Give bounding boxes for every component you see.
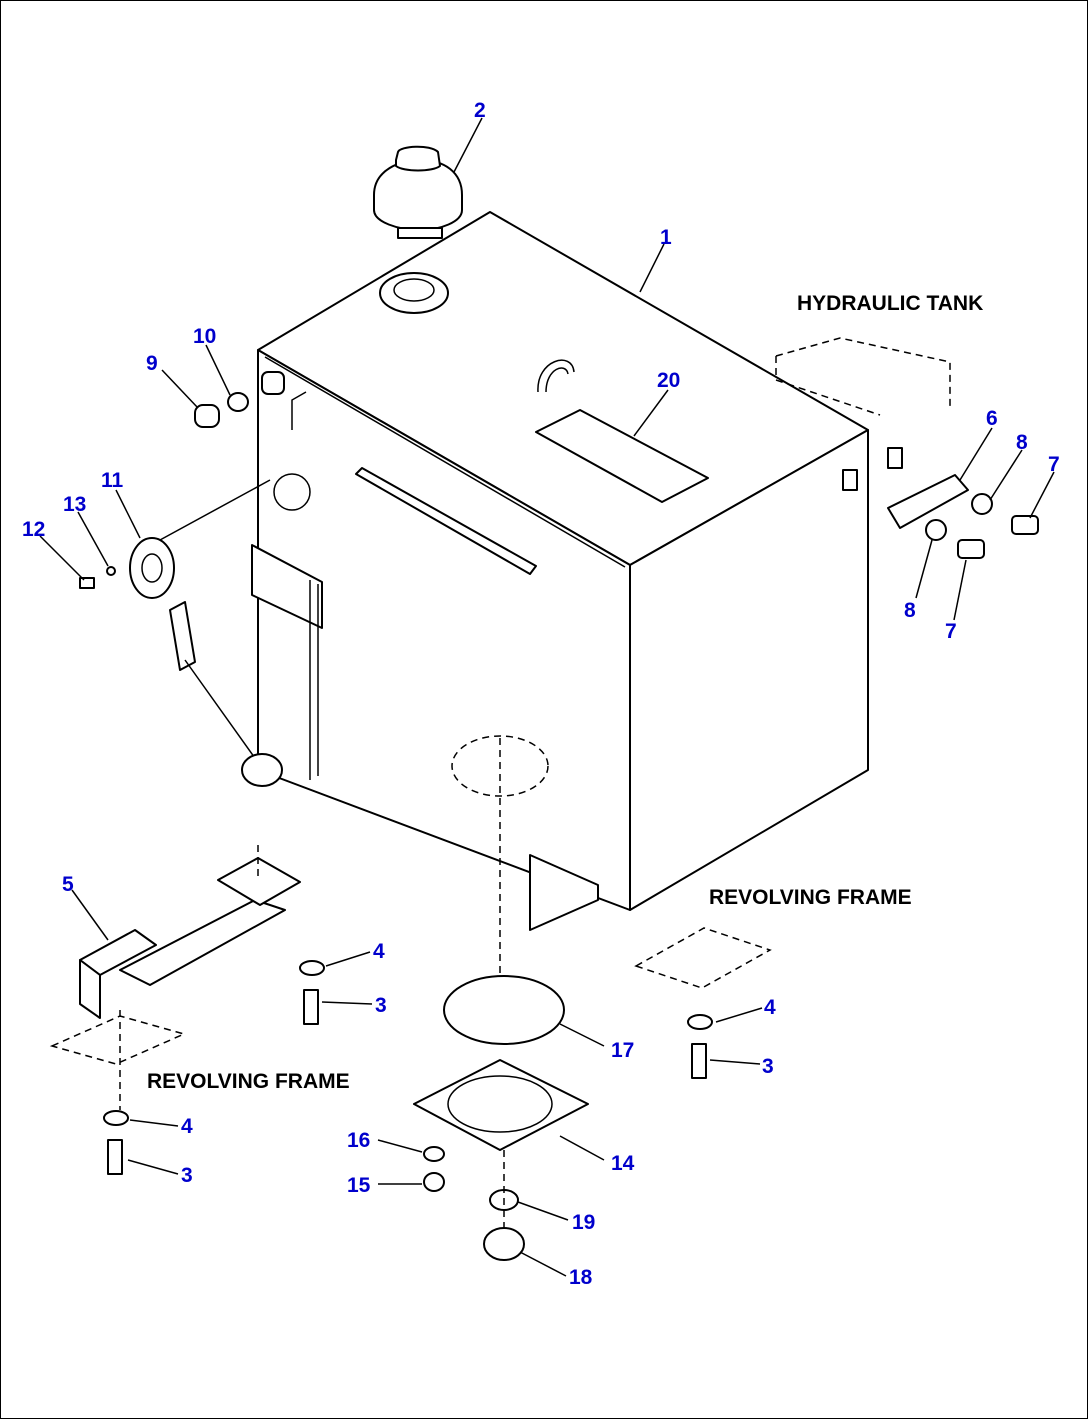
- tank-top-edge-line: [264, 356, 626, 568]
- callout-18: 18: [569, 1266, 593, 1289]
- gauge-float: [241, 753, 283, 787]
- callout-20: 20: [657, 369, 680, 392]
- tank-body: [251, 211, 903, 1020]
- tank-bottom-notch: [529, 854, 599, 931]
- lifting-handle-inner: [545, 367, 569, 393]
- gauge-flange: [129, 537, 175, 599]
- callout-6: 6: [986, 407, 998, 430]
- callout-17: 17: [611, 1039, 634, 1062]
- callout-13: 13: [63, 493, 86, 516]
- bolt-3-a: [303, 989, 319, 1025]
- callout-8-lower: 8: [904, 599, 916, 622]
- lifting-handle: [537, 359, 575, 393]
- label-revolving-frame-right: REVOLVING FRAME: [709, 886, 912, 909]
- drain-assembly: [413, 975, 589, 1261]
- sight-gauge: [79, 473, 311, 787]
- callout-3-a: 3: [375, 994, 387, 1017]
- tank-outline-behind-2: [775, 356, 881, 416]
- fasteners: [103, 960, 713, 1175]
- side-mount-lower: [842, 469, 858, 491]
- gauge-window: [141, 553, 163, 583]
- gauge-link: [184, 659, 263, 769]
- callout-4-c: 4: [181, 1115, 193, 1138]
- leader-lines: [39, 117, 1055, 1277]
- bracket-5-arm: [119, 899, 286, 986]
- tank-side-face: [629, 429, 869, 911]
- front-rail: [355, 467, 537, 575]
- callout-8-upper: 8: [1016, 431, 1028, 454]
- bracket-6: [887, 474, 969, 529]
- washer-13: [106, 566, 116, 576]
- callout-5: 5: [62, 873, 74, 896]
- callout-4-a: 4: [373, 940, 385, 963]
- o-ring-17: [443, 975, 565, 1045]
- tank-outline-behind: [775, 337, 951, 410]
- drain-plate-ring: [447, 1075, 553, 1133]
- side-mount-upper: [887, 447, 903, 469]
- callout-14: 14: [611, 1152, 635, 1175]
- callout-11: 11: [101, 469, 124, 492]
- callout-10: 10: [193, 325, 216, 348]
- washer-4-b: [687, 1014, 713, 1030]
- callout-1: 1: [660, 226, 672, 249]
- bolt-7-lower: [957, 539, 985, 559]
- gauge-mount-hole: [273, 473, 311, 511]
- filler-neck-inner: [393, 278, 435, 302]
- washer-8-lower: [925, 519, 947, 541]
- callout-15: 15: [347, 1174, 371, 1197]
- callout-7-lower: 7: [945, 620, 957, 643]
- breather-cap: [373, 145, 463, 239]
- washer-10: [227, 392, 249, 412]
- revolving-frame-pad-left: [49, 1015, 187, 1065]
- callout-4-b: 4: [764, 996, 776, 1019]
- label-revolving-frame-left: REVOLVING FRAME: [147, 1070, 350, 1093]
- plug-9: [194, 404, 220, 428]
- washer-4-a: [299, 960, 325, 976]
- washer-8-upper: [971, 493, 993, 515]
- callout-3-b: 3: [762, 1055, 774, 1078]
- small-hook: [291, 391, 307, 430]
- callout-12: 12: [22, 518, 45, 541]
- bracket-5-end: [217, 857, 301, 906]
- bolt-12: [79, 577, 95, 589]
- plug-18: [483, 1227, 525, 1261]
- cap-top: [395, 145, 441, 172]
- nameplate: [535, 409, 709, 503]
- gauge-bracket: [251, 544, 323, 629]
- callout-19: 19: [572, 1211, 595, 1234]
- cap-thread: [397, 227, 443, 239]
- bolt-3-b: [691, 1043, 707, 1079]
- callout-3-c: 3: [181, 1164, 193, 1187]
- revolving-frame-pad-right: [634, 927, 772, 989]
- washer-16: [423, 1146, 445, 1162]
- drain-plate-14: [413, 1059, 589, 1151]
- filler-neck: [379, 272, 449, 314]
- bracket-5-side: [79, 959, 101, 1019]
- mounting-bracket: [49, 845, 772, 1110]
- washer-4-c: [103, 1110, 129, 1126]
- nut-15: [423, 1172, 445, 1192]
- side-bracket: [775, 337, 1039, 559]
- plug-and-washer: [194, 392, 249, 428]
- bolt-3-c: [107, 1139, 123, 1175]
- gauge-projection-line: [159, 479, 271, 541]
- gauge-arm: [169, 601, 196, 671]
- breather-port: [261, 371, 285, 395]
- callout-9: 9: [146, 352, 158, 375]
- drain-opening: [451, 735, 549, 797]
- callout-2: 2: [474, 99, 486, 122]
- callout-7-upper: 7: [1048, 453, 1060, 476]
- label-hydraulic-tank: HYDRAULIC TANK: [797, 292, 983, 315]
- bolt-7-upper: [1011, 515, 1039, 535]
- callout-16: 16: [347, 1129, 370, 1152]
